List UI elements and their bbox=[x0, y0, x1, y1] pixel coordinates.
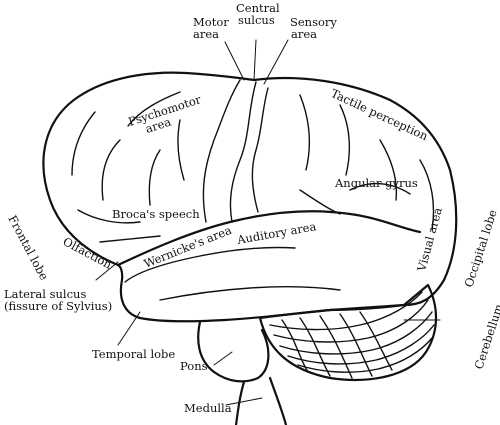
label-medulla: Medulla bbox=[184, 401, 232, 415]
label-psychomotor-area: Psychomotorarea bbox=[127, 92, 207, 140]
label-brocas-speech: Broca's speech bbox=[112, 207, 200, 221]
label-visual-area: Visual area bbox=[414, 206, 445, 274]
cerebellum-shape bbox=[258, 283, 437, 381]
label-temporal-lobe: Temporal lobe bbox=[92, 347, 175, 361]
label-frontal-lobe: Frontal lobe bbox=[5, 213, 51, 283]
cerebrum-outline bbox=[42, 71, 458, 323]
label-occipital-lobe: Occipital lobe bbox=[462, 208, 500, 289]
central-sulcus-line bbox=[229, 81, 257, 223]
label-lateral-sulcus: Lateral sulcus(fissure of Sylvius) bbox=[4, 287, 112, 313]
label-cerebellum: Cerebellum bbox=[472, 302, 500, 371]
leader-lines bbox=[95, 39, 441, 406]
label-auditory-area: Auditory area bbox=[235, 219, 317, 247]
lateral-sulcus-line bbox=[116, 210, 422, 267]
label-angular-gyrus: Angular gyrus bbox=[334, 176, 418, 190]
label-wernickes-area: Wernicke's area bbox=[142, 223, 234, 271]
label-olfaction: Olfaction bbox=[61, 234, 115, 272]
label-pons: Pons bbox=[180, 359, 208, 373]
